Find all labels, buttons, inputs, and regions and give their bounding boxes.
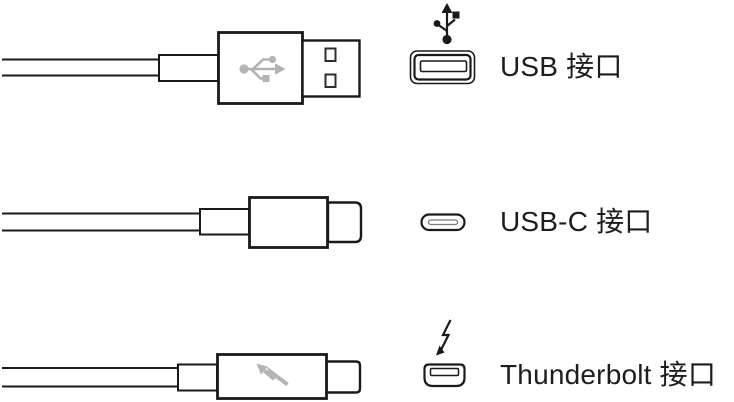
thunderbolt-cable — [2, 353, 362, 400]
thunderbolt-plug-tip — [325, 360, 362, 394]
usb-c-port-icon — [420, 213, 466, 232]
usb-c-port-outer — [420, 213, 466, 232]
cable-strain-relief — [199, 208, 250, 236]
thunderbolt-bolt-symbol-gray — [256, 363, 289, 387]
usb-a-port-icon — [409, 3, 476, 85]
usb-trident-symbol-black — [433, 3, 460, 45]
usb-c-port-label: USB-C 接口 — [500, 206, 653, 237]
mini-displayport-slot — [429, 367, 460, 377]
usb-a-port-inner — [413, 53, 472, 81]
thunderbolt-bolt-symbol-black — [436, 319, 452, 356]
usb-trident-symbol-gray — [239, 55, 286, 82]
thunderbolt-port-label: Thunderbolt 接口 — [500, 359, 717, 390]
usb-a-cable — [2, 31, 361, 105]
thunderbolt-port-icon — [423, 319, 466, 388]
cable-strain-relief — [158, 54, 219, 82]
usb-c-cable — [2, 196, 363, 249]
usb-a-port-outer — [409, 50, 476, 85]
usb-c-plug-tip — [326, 201, 363, 244]
usb-port-label: USB 接口 — [500, 51, 623, 82]
mini-displayport-outer — [423, 363, 466, 388]
usb-c-connector-body — [248, 196, 329, 249]
usb-a-contact-hole — [324, 73, 337, 88]
usb-a-contact-hole — [324, 47, 337, 62]
usb-c-port-slot — [427, 219, 459, 226]
usb-a-port-slot — [419, 60, 468, 73]
cable-strain-relief — [177, 363, 218, 392]
